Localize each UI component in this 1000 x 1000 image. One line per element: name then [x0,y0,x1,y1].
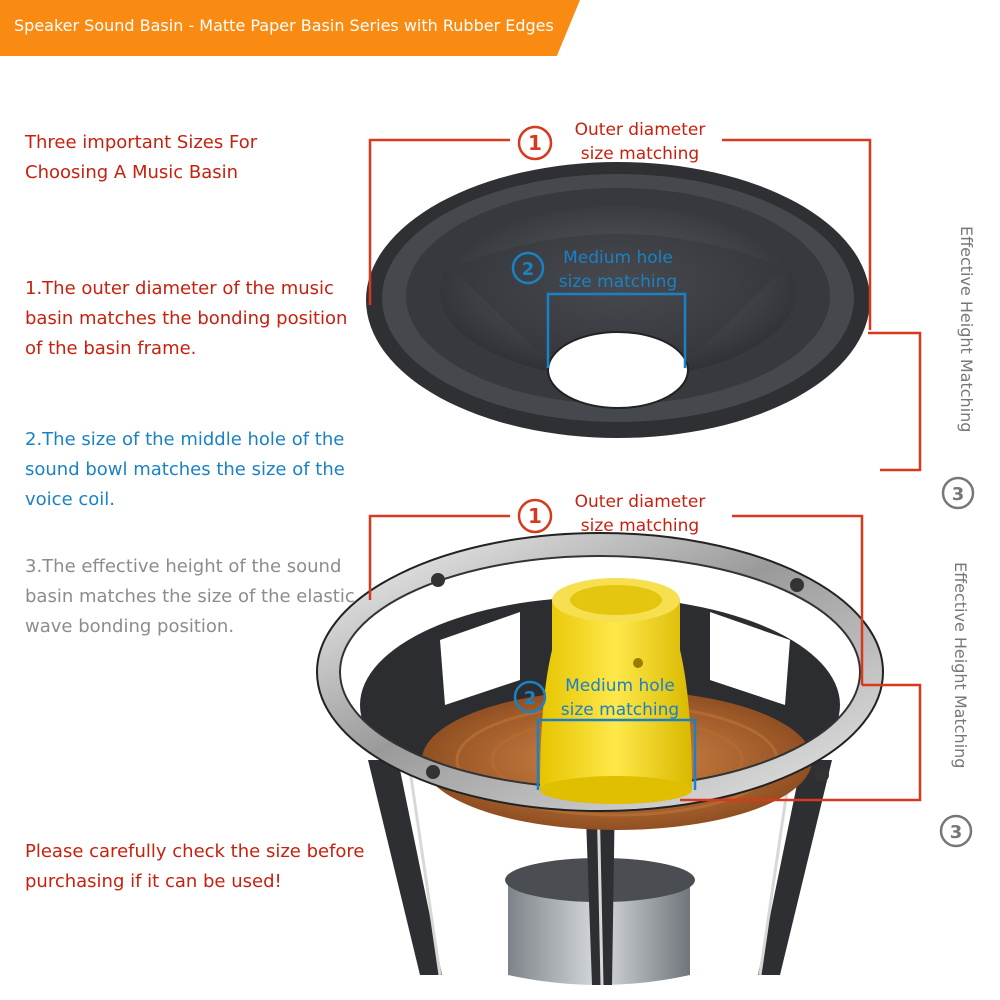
bottom-hole-dimension [536,718,697,790]
top-marker-1: 1 [528,131,542,155]
bottom-marker-3-circle [939,814,973,848]
speaker-cone-image [366,162,870,438]
bottom-height-label: Effective Height Matching [951,562,970,769]
top-outer-dimension [368,138,872,330]
speaker-frame-image [316,532,884,986]
bottom-marker-1-circle [517,498,553,534]
top-hole-dimension [546,292,687,368]
purchase-note: Please carefully check the size before p… [25,841,365,892]
title-banner [0,0,580,56]
bottom-hole-label: Medium hole size matching [560,676,680,720]
top-marker-2: 2 [522,259,535,280]
bottom-marker-3: 3 [950,822,963,843]
bottom-marker-1: 1 [528,504,542,528]
bottom-height-dimension [680,683,922,802]
banner-title: Speaker Sound Basin - Matte Paper Basin … [14,16,554,35]
point-effective-height: 3.The effective height of the sound basi… [25,556,355,637]
top-marker-2-circle [511,251,545,285]
bottom-outer-label: Outer diameter size matching [574,492,706,536]
bottom-marker-2-circle [513,680,547,714]
top-outer-label: Outer diameter size matching [574,120,706,164]
top-marker-3-circle [941,476,975,510]
top-height-dimension [868,331,922,472]
top-marker-1-circle [517,125,553,161]
bottom-outer-dimension [368,514,864,685]
intro-heading: Three important Sizes For Choosing A Mus… [25,132,258,183]
point-middle-hole: 2.The size of the middle hole of the sou… [25,429,345,510]
point-outer-diameter: 1.The outer diameter of the music basin … [25,278,348,359]
top-height-label: Effective Height Matching [957,226,976,433]
bottom-marker-2: 2 [524,688,537,709]
top-hole-label: Medium hole size matching [558,248,678,292]
top-marker-3: 3 [952,484,965,505]
